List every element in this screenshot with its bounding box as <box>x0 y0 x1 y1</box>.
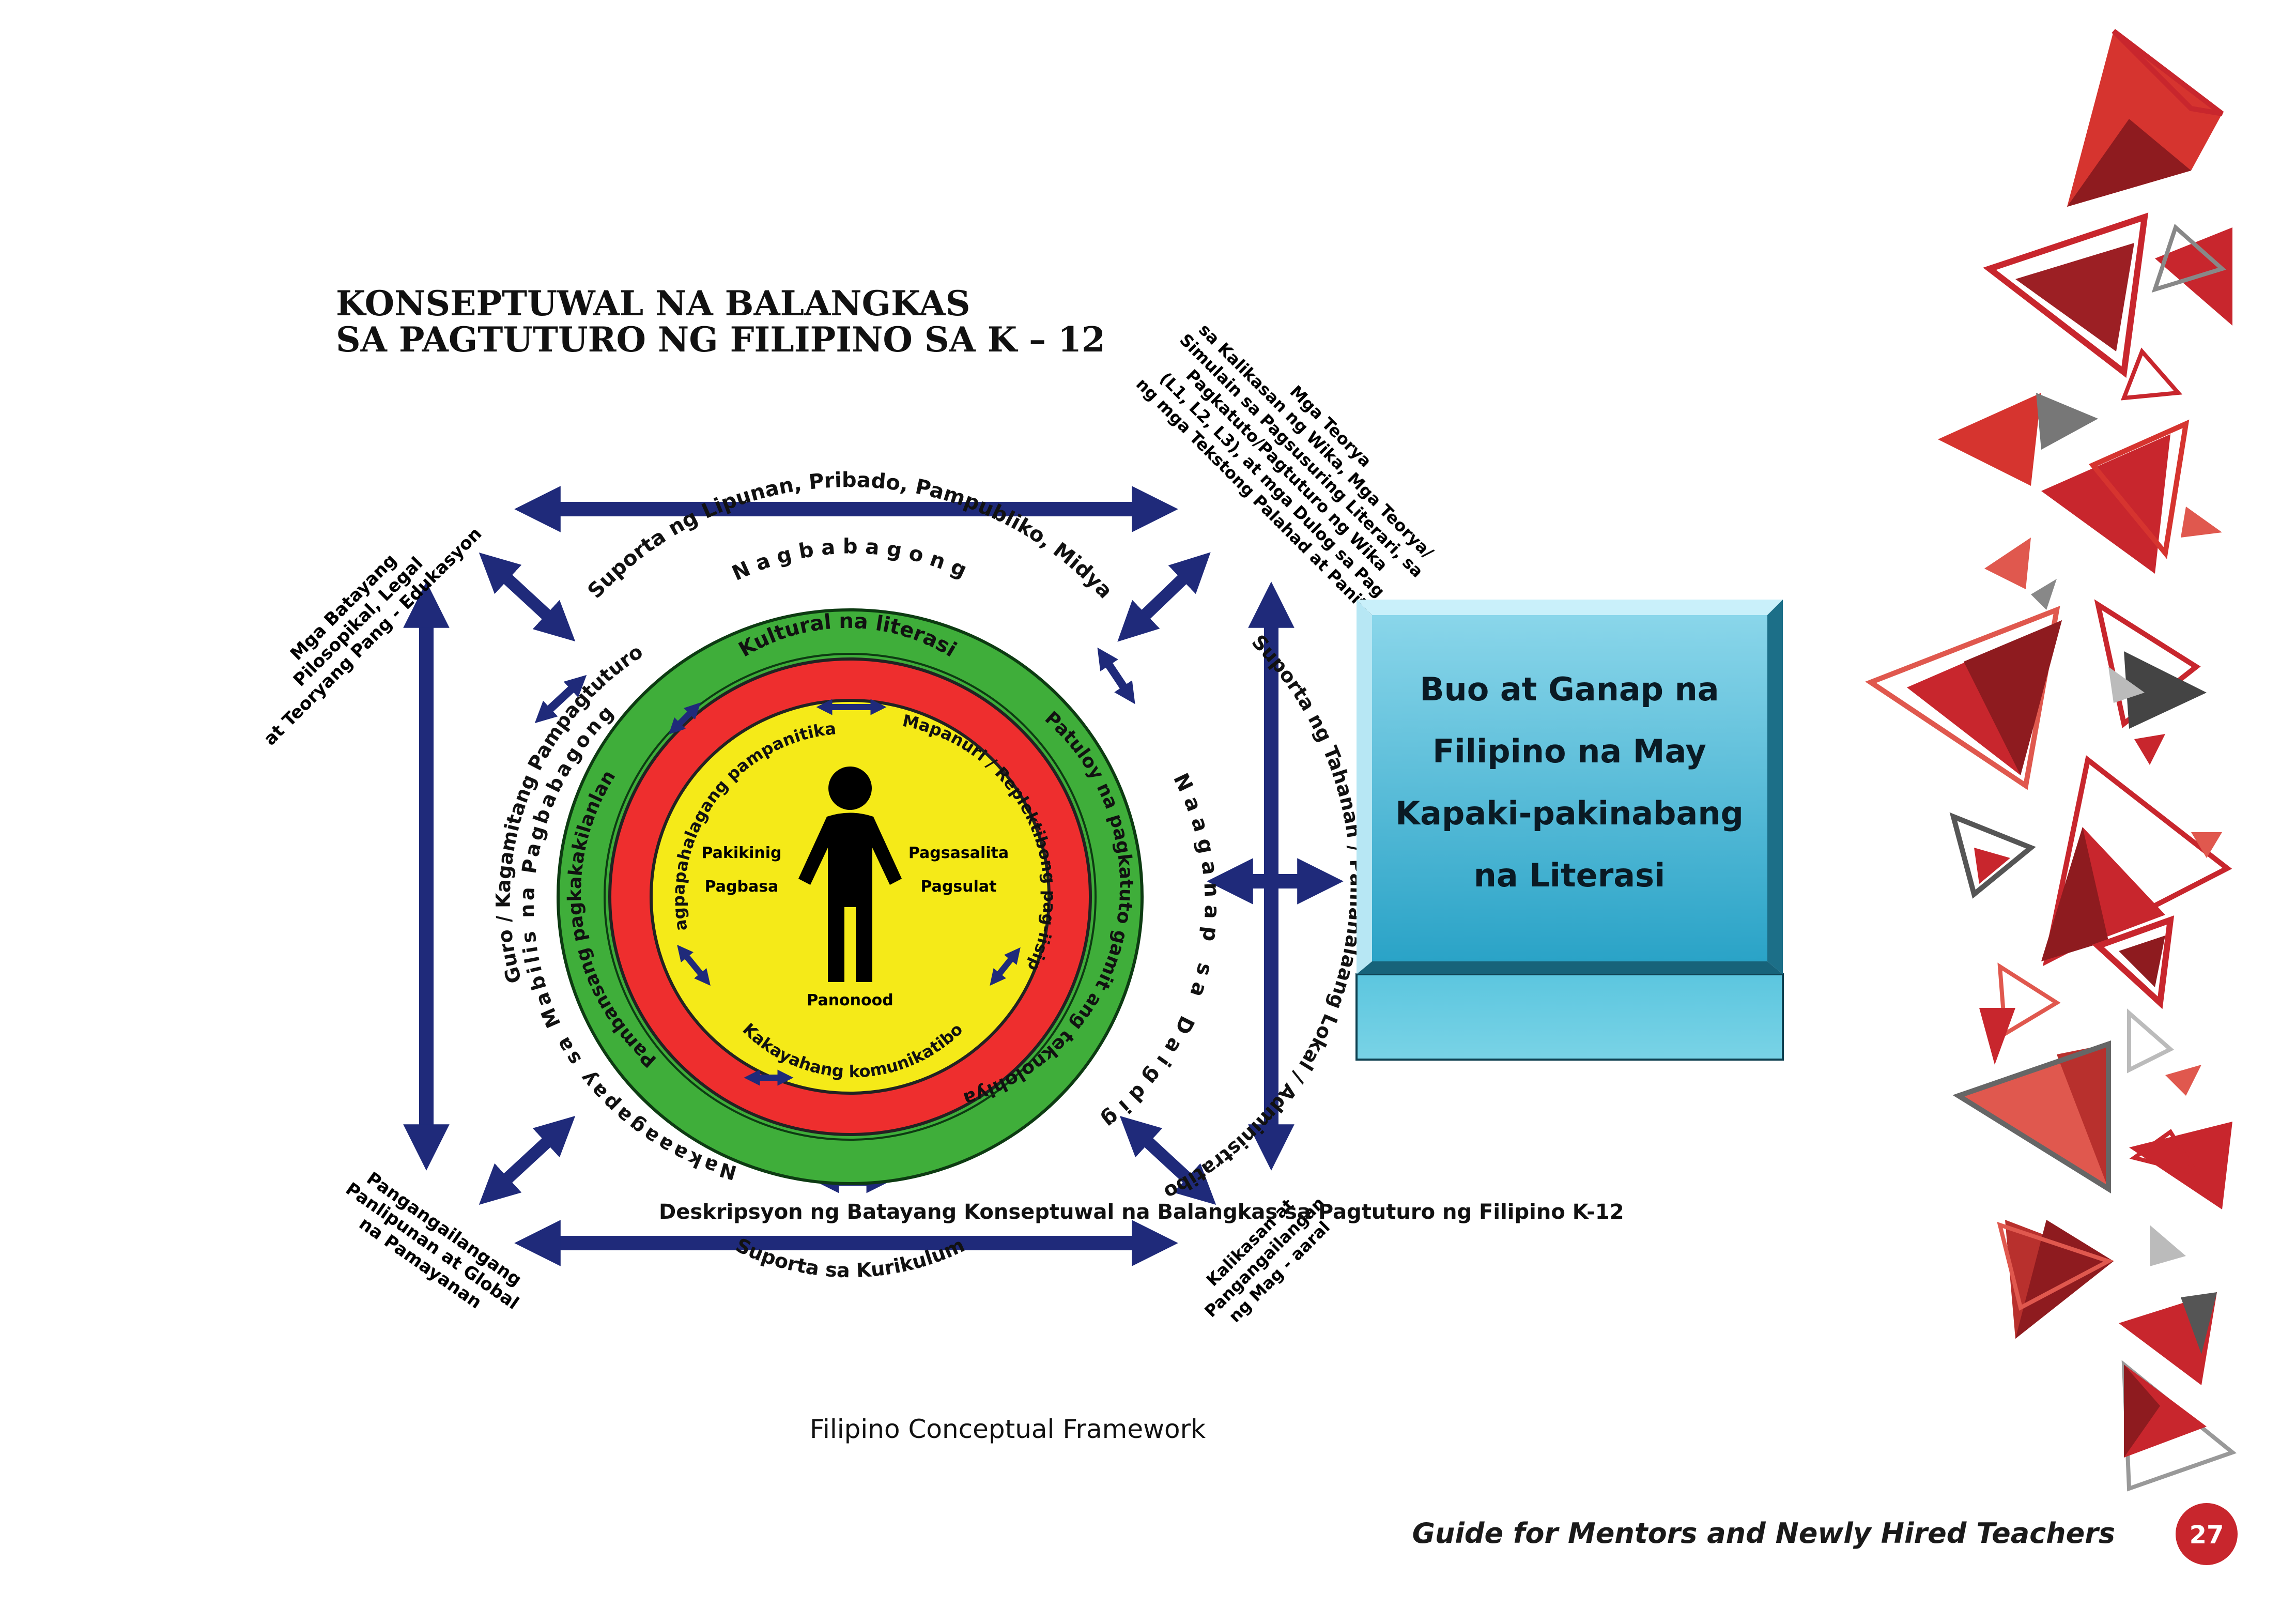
triangle-deco-32 <box>2124 1365 2160 1458</box>
corner-tl-line-2: Pilosopikal, Legal <box>289 553 427 691</box>
triangle-deco-20 <box>2119 936 2165 987</box>
triangle-deco-8 <box>2181 507 2222 538</box>
triangle-deco-14 <box>2108 667 2145 703</box>
inner-arrows <box>668 699 1021 1086</box>
triangle-deco-3 <box>2015 243 2134 351</box>
corner-tl-line-3: at Teoryang Pang - Edukasyon <box>260 524 486 750</box>
triangle-deco-5 <box>1938 393 2041 486</box>
corner-tr-line-4: Pagkatuto/Pagtuturo ng Wika <box>1182 365 1392 575</box>
triangle-deco-7 <box>2041 434 2170 574</box>
triangle-outline-15 <box>1997 1221 2114 1311</box>
triangle-outline-10 <box>2092 915 2175 1009</box>
page-number: 27 <box>2190 1521 2224 1550</box>
green-label-top: Nagbabagong <box>729 534 970 585</box>
skill-pagsulat: Pagsulat <box>921 878 997 896</box>
corner-top-left: Mga Batayang Pilosopikal, Legal at Teory… <box>260 524 486 750</box>
triangle-outline-2 <box>1983 212 2149 378</box>
triangle-deco-12 <box>1964 620 2062 775</box>
triangle-deco-15 <box>2134 734 2165 765</box>
arrow-diag-bl <box>479 1115 576 1205</box>
green-label-top-wrap: Nagbabagong <box>729 534 977 585</box>
triangle-deco-25 <box>2129 1122 2232 1209</box>
skill-panonood: Panonood <box>807 991 893 1009</box>
footer-guide-title: Guide for Mentors and Newly Hired Teache… <box>1412 1517 2115 1550</box>
outcome-line-1: Buo at Ganap na <box>1420 670 1719 708</box>
page-number-badge <box>2176 1503 2238 1565</box>
triangle-deco-10 <box>2031 579 2057 610</box>
arrow-inner-yellow-bl <box>677 944 711 986</box>
triangle-outline-3 <box>2151 223 2226 293</box>
triangle-outline-1 <box>2112 29 2224 116</box>
triangle-outline-14 <box>2129 1129 2201 1177</box>
arrow-small-tl <box>534 675 587 724</box>
decorative-triangles <box>1865 29 2237 1492</box>
triangle-deco-24 <box>2165 1065 2201 1096</box>
outcome-box-bevel-bottom <box>1357 961 1783 974</box>
outcome-box-bevel-top <box>1357 600 1783 615</box>
arrow-inner-yellow-br <box>990 947 1021 986</box>
outcome-line-4: na Literasi <box>1474 856 1666 894</box>
skill-pagbasa: Pagbasa <box>705 878 779 896</box>
skill-pagsasalita: Pagsasalita <box>908 844 1009 862</box>
triangle-outline-4 <box>2120 347 2183 401</box>
person-icon <box>798 767 902 982</box>
triangle-deco-9 <box>1984 538 2031 589</box>
yellow-label-tl-wrap: Pagpapahalagang pampanitikan <box>0 0 837 932</box>
figure-caption: Filipino Conceptual Framework <box>810 1414 1206 1444</box>
triangle-outline-12 <box>2127 1008 2175 1074</box>
outcome-box-bevel-right <box>1767 600 1783 974</box>
triangle-deco-19 <box>2191 832 2222 858</box>
outcome-line-3: Kapaki-pakinabang <box>1395 794 1744 832</box>
arrow-diag-tl <box>479 552 576 642</box>
triangle-deco-18 <box>2041 827 2108 961</box>
triangle-deco-28 <box>2150 1225 2186 1266</box>
outcome-box-face <box>1372 615 1767 961</box>
triangle-deco-13 <box>2124 651 2207 729</box>
triangle-deco-16 <box>1974 848 2010 884</box>
triangle-outline-13 <box>1952 1040 2111 1193</box>
skill-pakikinig: Pakikinig <box>701 844 781 862</box>
diagram-caption: Deskripsyon ng Batayang Konseptuwal na B… <box>659 1200 1624 1224</box>
arrow-diag-tr <box>1117 552 1211 642</box>
triangle-deco-30 <box>2181 1292 2217 1354</box>
arrow-inner-red-tl <box>668 702 701 735</box>
triangle-deco-27 <box>2015 1220 2114 1339</box>
outcome-box-base <box>1355 973 1784 1061</box>
green-ring-inner-edge <box>604 653 1097 1141</box>
title-line-1: KONSEPTUWAL NA BALANGKAS <box>336 283 970 324</box>
yellow-label-top-left: Pagpapahalagang pampanitikan <box>0 0 837 932</box>
triangle-outline-5 <box>2088 419 2190 559</box>
outcome-line-2: Filipino na May <box>1432 732 1706 770</box>
triangle-deco-31 <box>2124 1365 2207 1458</box>
triangle-outline-11 <box>1997 962 2061 1037</box>
frame-arrows <box>403 486 1344 1266</box>
triangle-deco-23 <box>2057 1044 2108 1189</box>
corner-bl-line-2: Panlipunan at Global <box>342 1178 522 1314</box>
triangle-deco-2 <box>2067 119 2191 207</box>
title-line-2: SA PAGTUTURO NG FILIPINO SA K – 12 <box>336 319 1105 360</box>
outcome-box: Buo at Ganap na Filipino na May Kapaki-p… <box>1355 600 1784 1061</box>
outcome-box-bevel-left <box>1357 600 1372 974</box>
arrow-diag-br <box>1119 1115 1216 1205</box>
triangle-outline-8 <box>1949 812 2036 899</box>
arrow-small-tr <box>1097 647 1135 704</box>
triangle-deco-21 <box>1979 1008 2015 1065</box>
triangle-deco-6 <box>2036 393 2098 450</box>
